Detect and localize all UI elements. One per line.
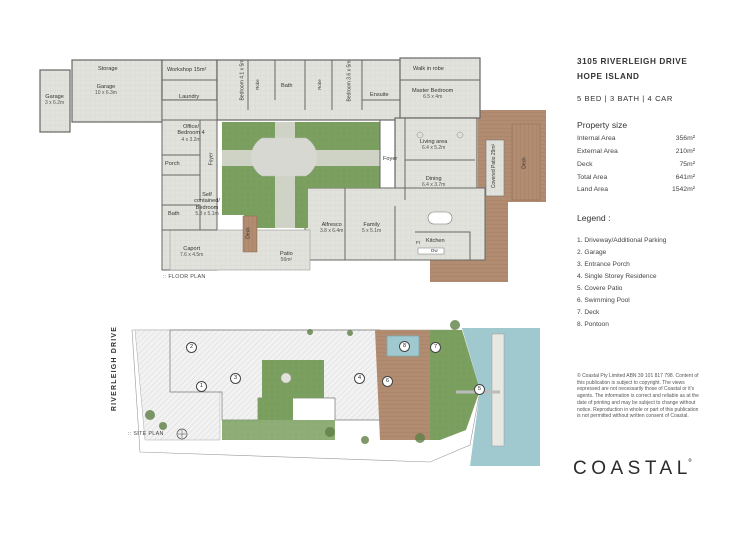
legend-item: 4. Single Storey Residence	[577, 273, 657, 280]
address-line-1: 3105 RIVERLEIGH DRIVE	[577, 57, 688, 66]
legend-heading: Legend :	[577, 213, 611, 223]
room-covered-patio: Covered Patio 29m²	[491, 143, 498, 189]
property-size-heading: Property size	[577, 120, 628, 130]
room-bath-top: Bath	[281, 83, 293, 89]
legend-item: 5. Covere Patio	[577, 285, 623, 292]
robe-label-2: Robe	[316, 79, 322, 90]
deck-small-label: Deck	[245, 227, 252, 239]
room-bedroom-2: Bedroom 4.1 x 5m	[239, 59, 246, 101]
legend-item: 8. Pontoon	[577, 321, 609, 328]
deck-label: Deck	[521, 157, 528, 169]
coastal-logo: COASTAL	[573, 458, 692, 479]
site-marker-2: 2	[186, 342, 197, 353]
site-marker-1: 1	[196, 381, 207, 392]
room-bath-lower: Bath	[168, 211, 180, 217]
legend-item: 3. Entrance Porch	[577, 261, 630, 268]
site-marker-3: 3	[230, 373, 241, 384]
robe-label: Robe	[254, 79, 260, 90]
site-plan-caption: :: SITE PLAN	[128, 431, 164, 437]
fridge-label: Fr	[416, 240, 421, 245]
property-info-panel: 3105 RIVERLEIGH DRIVE HOPE ISLAND 5 BED …	[573, 0, 737, 530]
room-porch: Porch	[165, 161, 180, 167]
copyright-disclaimer: © Coastal Pty Limited ABN 39 101 817 798…	[577, 373, 699, 420]
dishwasher-label: Dw	[431, 248, 438, 253]
room-storage: Storage	[98, 66, 118, 72]
room-walk-in-robe: Walk in robe	[413, 66, 444, 72]
room-foyer-left: Foyer	[208, 152, 215, 166]
room-foyer-right: Foyer	[383, 156, 398, 162]
site-marker-8: 8	[399, 341, 410, 352]
legend-item: 2. Garage	[577, 249, 607, 256]
site-marker-4: 4	[354, 373, 365, 384]
bed-bath-car-specs: 5 BED | 3 BATH | 4 CAR	[577, 94, 673, 103]
street-name: RIVERLEIGH DRIVE	[111, 325, 119, 412]
floor-plan-caption: :: FLOOR PLAN	[163, 274, 206, 280]
site-marker-7: 7	[430, 342, 441, 353]
room-kitchen: Kitchen	[426, 238, 445, 244]
legend-item: 1. Driveway/Additional Parking	[577, 237, 667, 244]
room-laundry: Laundry	[179, 94, 200, 100]
room-ensuite: Ensuite	[370, 92, 389, 98]
floor-and-site-plan-graphic	[39, 57, 546, 466]
room-workshop: Workshop 15m²	[167, 67, 207, 73]
address-line-2: HOPE ISLAND	[577, 72, 640, 81]
coastal-logo-mark: °	[688, 458, 692, 469]
room-bedroom-3: Bedroom 3.6 x 5m	[346, 60, 353, 102]
site-marker-6: 6	[382, 376, 393, 387]
legend-item: 7. Deck	[577, 309, 600, 316]
north-arrow-icon	[176, 428, 188, 440]
site-marker-5: 5	[474, 384, 485, 395]
legend-item: 6. Swimming Pool	[577, 297, 630, 304]
